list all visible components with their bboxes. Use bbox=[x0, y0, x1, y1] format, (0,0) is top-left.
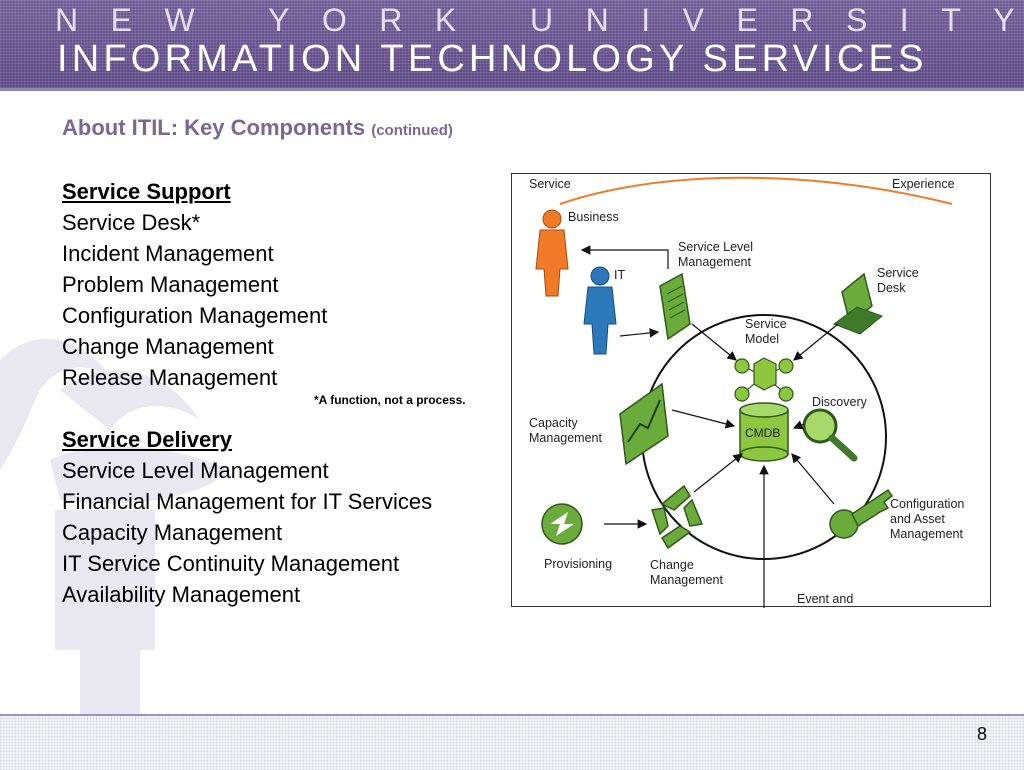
provisioning-gear-icon bbox=[541, 503, 583, 545]
torch-watermark bbox=[0, 338, 230, 720]
diagram-label-discovery: Discovery bbox=[812, 395, 867, 409]
list-item: IT Service Continuity Management bbox=[62, 551, 400, 576]
diagram-label-service: Service bbox=[529, 177, 571, 191]
arrow-slm-to-model bbox=[691, 323, 737, 361]
list-item: Incident Management bbox=[62, 241, 274, 266]
capacity-chart-icon bbox=[619, 382, 669, 466]
list-item: Change Management bbox=[62, 334, 274, 359]
change-cycle-icon bbox=[651, 484, 704, 550]
diagram-label-event: Event and bbox=[797, 592, 854, 606]
experience-arc bbox=[559, 176, 953, 205]
slide-title-main: About ITIL: Key Components bbox=[62, 115, 366, 140]
list-item: Release Management bbox=[62, 365, 278, 390]
diagram-label-service-model: Service Model bbox=[745, 317, 787, 346]
itil-diagram-graphic bbox=[535, 176, 953, 608]
service-delivery-heading: Service Delivery bbox=[62, 427, 233, 452]
diagram-label-it: IT bbox=[614, 268, 626, 282]
list-item: Service Desk* bbox=[62, 210, 201, 235]
arrow-capacity-to-cmdb bbox=[671, 409, 736, 429]
itil-diagram: Service Experience Business IT Service L… bbox=[511, 173, 991, 608]
arrow-key-to-cmdb bbox=[791, 453, 835, 505]
slide-title-suffix: (continued) bbox=[371, 122, 453, 139]
diagram-label-provisioning: Provisioning bbox=[544, 557, 613, 571]
diagram-label-capacity: Capacity Management bbox=[529, 416, 602, 445]
service-support-heading: Service Support bbox=[62, 179, 231, 204]
diagram-label-business: Business bbox=[568, 210, 619, 224]
service-desk-computer-icon bbox=[832, 272, 883, 335]
service-level-document-icon bbox=[659, 272, 691, 341]
arrow-change-to-cmdb bbox=[693, 453, 743, 493]
page-number: 8 bbox=[976, 724, 987, 744]
banner-university: NEW YORK UNIVERSITY bbox=[55, 2, 1024, 38]
list-item: Financial Management for IT Services bbox=[62, 489, 433, 514]
it-person-icon bbox=[583, 266, 617, 355]
banner-department: INFORMATION TECHNOLOGY SERVICES bbox=[57, 38, 928, 80]
diagram-label-change: Change Management bbox=[650, 558, 723, 587]
arrow-discovery-to-cmdb bbox=[792, 420, 805, 430]
cmdb-database-icon bbox=[739, 402, 789, 462]
list-item: Availability Management bbox=[62, 582, 301, 607]
list-item: Capacity Management bbox=[62, 520, 283, 545]
discovery-magnifier-icon bbox=[802, 408, 858, 462]
diagram-label-config-asset: Configuration and Asset Management bbox=[890, 497, 965, 541]
list-item: Service Level Management bbox=[62, 458, 329, 483]
arrow-it-to-slm bbox=[619, 328, 660, 338]
service-model-icon bbox=[734, 357, 794, 402]
diagram-label-cmdb: CMDB bbox=[745, 426, 781, 440]
header-banner: NEW YORK UNIVERSITY INFORMATION TECHNOLO… bbox=[0, 0, 1024, 91]
arrow-desk-to-model bbox=[793, 323, 839, 361]
diagram-label-experience: Experience bbox=[892, 177, 955, 191]
arrow-slm-up bbox=[664, 249, 669, 269]
diagram-label-slm: Service Level Management bbox=[678, 240, 754, 269]
diagram-label-service-desk: Service Desk bbox=[877, 266, 919, 295]
footnote: *A function, not a process. bbox=[314, 393, 466, 407]
list-item: Configuration Management bbox=[62, 303, 328, 328]
configuration-key-icon bbox=[829, 488, 894, 539]
footer-bar bbox=[0, 714, 1024, 770]
business-person-icon bbox=[535, 209, 569, 297]
slide-title: About ITIL: Key Components (continued) bbox=[62, 115, 453, 141]
list-item: Problem Management bbox=[62, 272, 279, 297]
